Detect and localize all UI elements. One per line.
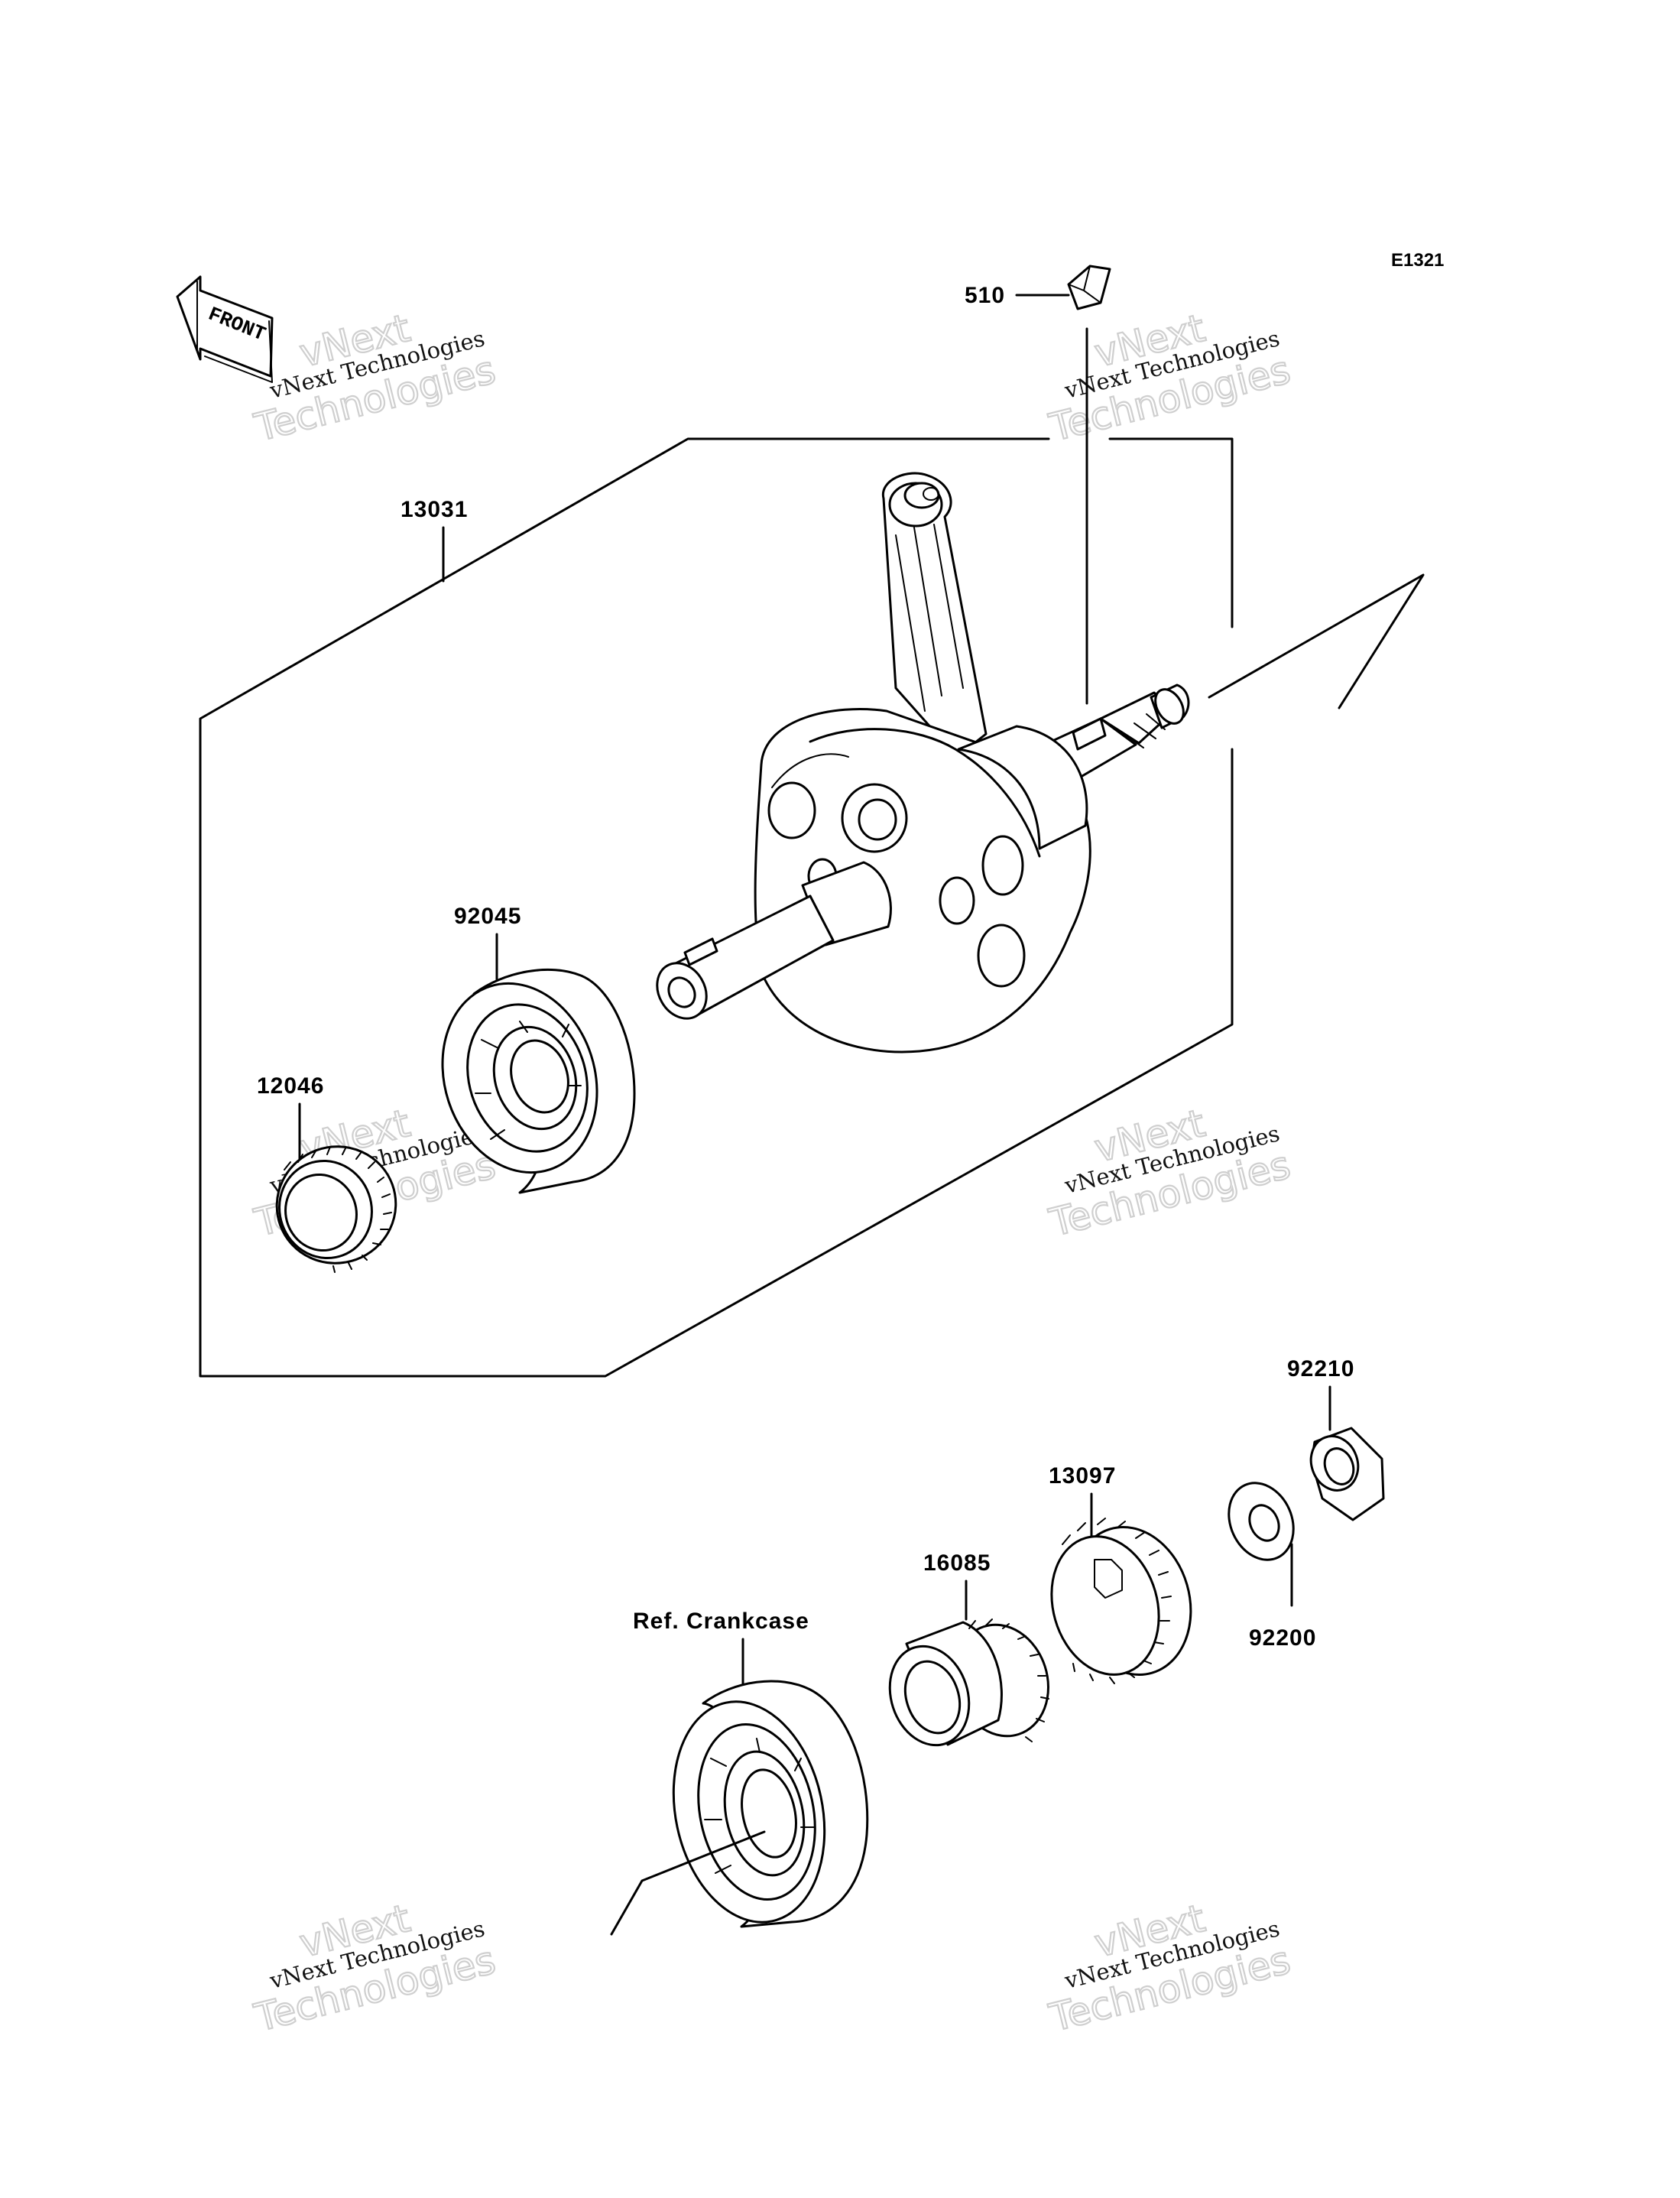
part-label-ref-crankcase[interactable]: Ref. Crankcase (633, 1609, 809, 1634)
watermark-top-left: vNext Technologies vNext Technologies (249, 305, 501, 451)
key-510: 510 (965, 265, 1111, 705)
ref-crankcase-bearing: Ref. Crankcase (610, 1609, 869, 1936)
watermark-mid-right: vNext Technologies vNext Technologies (1044, 1100, 1296, 1246)
assembly-frame-13031: 13031 (199, 437, 1425, 1378)
crankshaft (656, 472, 1190, 1054)
front-arrow-icon: FRONT (176, 275, 274, 383)
diagram-code: E1321 (1391, 250, 1444, 271)
part-label-92200[interactable]: 92200 (1249, 1625, 1316, 1651)
part-label-16085[interactable]: 16085 (923, 1550, 991, 1576)
part-label-12046[interactable]: 12046 (257, 1073, 324, 1099)
part-label-510[interactable]: 510 (965, 283, 1005, 308)
watermark-top-right: vNext Technologies vNext Technologies (1044, 305, 1296, 451)
gear-13097: 13097 (1049, 1463, 1192, 1684)
watermark-bottom-left: vNext Technologies vNext Technologies (249, 1895, 501, 2041)
watermark-bottom-right: vNext Technologies vNext Technologies (1044, 1895, 1296, 2041)
bearing-92045: 92045 (441, 904, 636, 1194)
part-label-13097[interactable]: 13097 (1049, 1463, 1116, 1489)
part-label-92210[interactable]: 92210 (1287, 1356, 1354, 1381)
part-label-13031[interactable]: 13031 (401, 497, 468, 522)
gear-16085: 16085 (888, 1550, 1049, 1747)
washer-92200: 92200 (1228, 1482, 1316, 1651)
part-label-92045[interactable]: 92045 (454, 904, 521, 929)
nut-92210: 92210 (1287, 1356, 1385, 1521)
gear-12046: 12046 (257, 1073, 397, 1273)
